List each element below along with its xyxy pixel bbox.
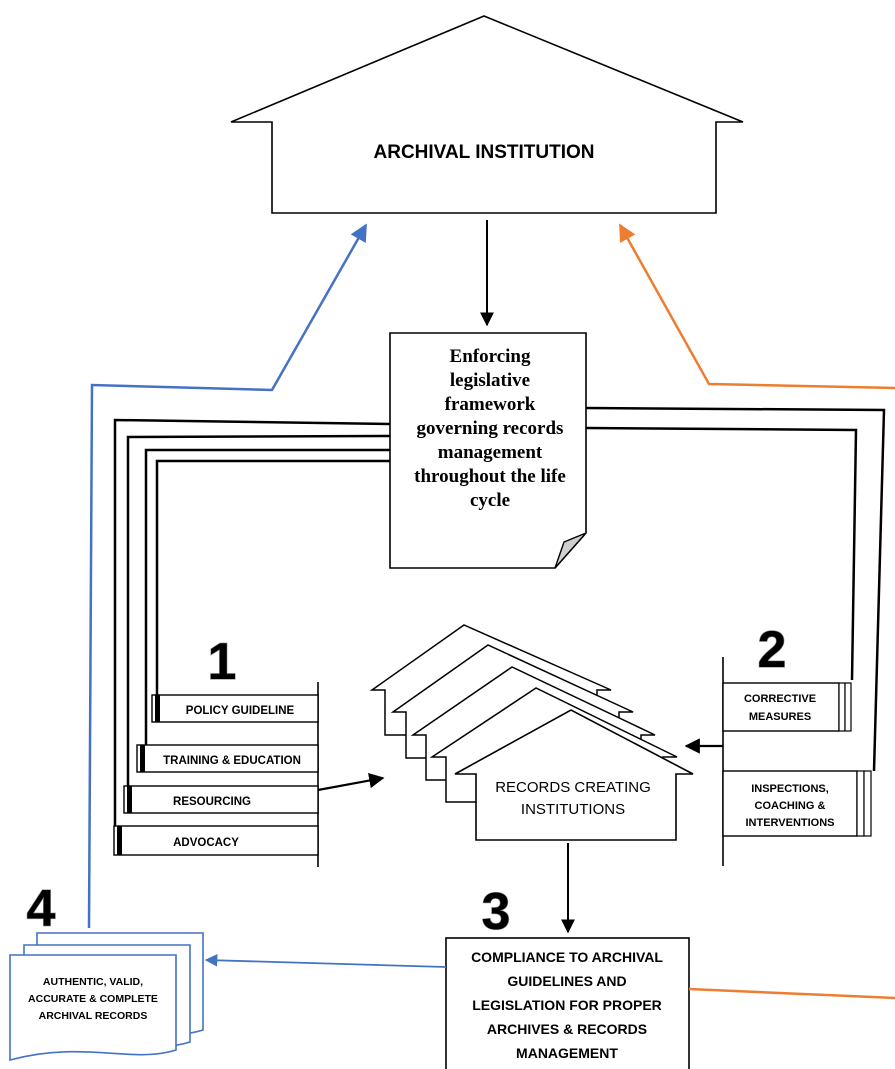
right-tab-inspections-line-2: COACHING &	[755, 800, 826, 812]
right-tab-corrective-measures-line-2: MEASURES	[749, 711, 811, 723]
archival-records-document: AUTHENTIC, VALID, ACCURATE & COMPLETE AR…	[9, 932, 204, 1062]
left-tab-training-education-label: TRAINING & EDUCATION	[163, 755, 301, 767]
number-2: 2	[758, 621, 787, 679]
archival-records-page-front	[9, 954, 177, 1062]
document-fold-corner	[554, 532, 587, 569]
left-tab-resourcing: RESOURCING	[123, 785, 319, 814]
framework-line-6: throughout the life	[414, 466, 566, 487]
blue-feedback-line	[87, 223, 368, 929]
number-3: 3	[482, 883, 511, 941]
archival-records-line-3: ARCHIVAL RECORDS	[39, 1010, 148, 1022]
archival-records-line-1: AUTHENTIC, VALID,	[43, 976, 143, 988]
archival-institution-house-shape	[230, 15, 744, 214]
compliance-line-3: LEGISLATION FOR PROPER	[472, 997, 662, 1013]
left-tab-advocacy: ADVOCACY	[113, 825, 319, 856]
left-tab-advocacy-label: ADVOCACY	[173, 837, 239, 849]
archival-institution: ARCHIVAL INSTITUTION	[230, 15, 744, 214]
compliance-line-1: COMPLIANCE TO ARCHIVAL	[471, 949, 663, 965]
compliance-box-shape	[445, 937, 690, 1069]
left-tab-stack: POLICY GUIDELINE TRAINING & EDUCATION RE…	[113, 682, 319, 867]
number-1: 1	[208, 633, 237, 691]
compliance-box: COMPLIANCE TO ARCHIVAL GUIDELINES AND LE…	[445, 937, 690, 1069]
right-tab-corrective-measures-line-1: CORRECTIVE	[744, 693, 816, 705]
arrow-compliance-to-records	[204, 954, 447, 968]
records-creating-institutions: RECORDS CREATING INSTITUTIONS	[369, 624, 694, 841]
left-tab-resourcing-label: RESOURCING	[173, 796, 251, 808]
archival-institution-title: ARCHIVAL INSTITUTION	[374, 142, 595, 163]
left-tab-policy-guideline: POLICY GUIDELINE	[151, 694, 319, 723]
right-connector-lines	[585, 406, 886, 772]
records-creating-line-2: INSTITUTIONS	[521, 801, 625, 818]
framework-line-5: management	[438, 442, 543, 463]
right-tab-stack: CORRECTIVE MEASURES INSPECTIONS, COACHIN…	[722, 657, 872, 866]
framework-line-3: framework	[445, 394, 536, 415]
compliance-line-4: ARCHIVES & RECORDS	[487, 1021, 647, 1037]
framework-line-4: governing records	[417, 418, 564, 439]
enforcing-framework-document: Enforcing legislative framework governin…	[389, 332, 587, 569]
archival-records-line-2: ACCURATE & COMPLETE	[28, 993, 158, 1005]
compliance-line-5: MANAGEMENT	[516, 1045, 618, 1061]
right-tab-inspections: INSPECTIONS, COACHING & INTERVENTIONS	[722, 770, 872, 837]
right-tab-inspections-line-1: INSPECTIONS,	[751, 783, 829, 795]
records-house-front	[454, 709, 694, 841]
number-4: 4	[27, 880, 56, 938]
right-tab-corrective-measures: CORRECTIVE MEASURES	[722, 682, 852, 732]
compliance-line-2: GUIDELINES AND	[507, 973, 626, 989]
records-creating-line-1: RECORDS CREATING	[495, 779, 651, 796]
orange-feedback-line	[618, 223, 895, 390]
left-connector-lines	[113, 418, 391, 826]
framework-line-2: legislative	[450, 370, 530, 391]
left-tab-policy-guideline-label: POLICY GUIDELINE	[186, 705, 295, 717]
framework-line-1: Enforcing	[450, 346, 531, 367]
orange-compliance-line	[688, 987, 895, 1000]
left-tab-training-education: TRAINING & EDUCATION	[136, 744, 319, 773]
framework-line-7: cycle	[470, 490, 510, 511]
arrow-left-tabs-to-records	[317, 772, 385, 792]
right-tab-inspections-line-3: INTERVENTIONS	[745, 817, 834, 829]
